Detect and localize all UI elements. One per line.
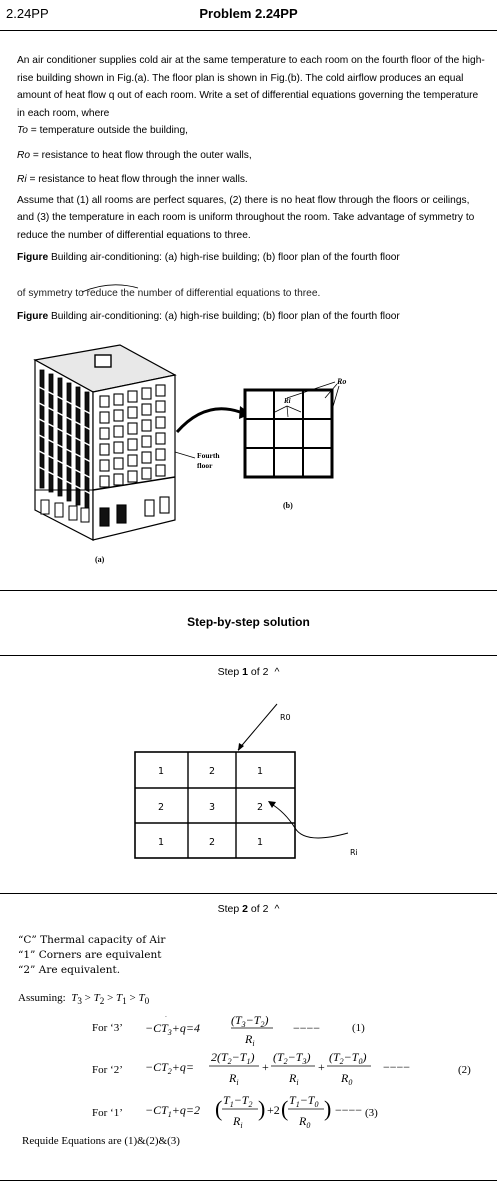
r0-label: R0 <box>280 713 291 722</box>
svg-text:(T2−T3): (T2−T3) <box>273 1050 310 1066</box>
svg-text:·: · <box>165 1014 167 1021</box>
grid-cell: 2 <box>209 766 215 777</box>
svg-text:(: ( <box>215 1096 222 1121</box>
symbol-to: To <box>17 125 28 136</box>
svg-text:(T3−T2): (T3−T2) <box>231 1013 268 1029</box>
required-equations: Requide Equations are (1)&(2)&(3) <box>22 1135 180 1147</box>
ri-label-step1: Ri <box>350 848 358 857</box>
note-line-2: “1” Corners are equivalent <box>18 949 162 961</box>
svg-text:Ri: Ri <box>228 1071 239 1087</box>
problem-statement: An air conditioner supplies cold air at … <box>17 52 487 267</box>
page-title: Problem 2.24PP <box>199 6 298 21</box>
symbol-ri: Ri <box>17 174 27 185</box>
divider <box>0 590 497 591</box>
grid-cell: 1 <box>257 766 263 777</box>
svg-text:Ri: Ri <box>288 1071 299 1087</box>
svg-text:Ri: Ri <box>244 1032 255 1048</box>
divider <box>0 655 497 656</box>
for-2-label: For ‘2’ <box>92 1064 123 1076</box>
step-1-header[interactable]: Step 1 of 2^ <box>217 666 280 678</box>
step-1-grid-figure: 1 2 1 2 3 2 1 2 1 R0 Ri <box>134 703 358 859</box>
lower-windows <box>40 499 90 523</box>
figure-caption-repeat: Figure Building air-conditioning: (a) hi… <box>17 311 400 322</box>
svg-text:T1−T2: T1−T2 <box>223 1093 252 1109</box>
svg-text:+: + <box>262 1060 269 1074</box>
svg-text:(: ( <box>281 1096 288 1121</box>
svg-text:R0: R0 <box>298 1114 310 1130</box>
equation-number: (3) <box>365 1107 378 1119</box>
problem-code: 2.24PP <box>6 6 49 21</box>
divider <box>0 30 497 31</box>
grid-cell: 2 <box>257 802 263 813</box>
svg-text:−−−−: −−−− <box>293 1021 320 1035</box>
grid-cell: 3 <box>209 802 215 813</box>
ri-label: Ri <box>283 397 291 405</box>
divider <box>0 893 497 894</box>
svg-text:T1−T0: T1−T0 <box>289 1093 318 1109</box>
for-3-label: For ‘3’ <box>92 1022 123 1034</box>
page-header: 2.24PP Problem 2.24PP <box>0 0 497 30</box>
svg-text:): ) <box>324 1096 331 1121</box>
equation-number: (1) <box>352 1022 365 1034</box>
svg-text:−−−−: −−−− <box>335 1103 362 1117</box>
for-1-label: For ‘1’ <box>92 1107 123 1119</box>
building-figure: Fourth floor (a) Ro Ri (b) <box>33 344 346 564</box>
fourth-floor-label-1: Fourth <box>197 451 220 460</box>
svg-text:(T2−T0): (T2−T0) <box>329 1050 366 1066</box>
overlapping-text-line: of symmetry to reduce the number of diff… <box>17 288 321 299</box>
grid-cell: 1 <box>257 837 263 848</box>
equation-number: (2) <box>458 1064 471 1076</box>
definition-ro: Ro = resistance to heat flow through the… <box>17 149 252 161</box>
fourth-floor-label-2: floor <box>197 461 213 470</box>
note-line-1: “C” Thermal capacity of Air <box>18 934 166 946</box>
equation-1: −CT3+q=4 (T3−T2) Ri −−−− · <box>145 1013 320 1048</box>
definition-ri: Ri = resistance to heat flow through the… <box>17 174 248 185</box>
equation-3: −CT1+q=2 ( T1−T2 Ri ) +2 ( T1−T0 R0 ) −−… <box>145 1093 362 1130</box>
problem-paragraph-1: An air conditioner supplies cold air at … <box>17 55 485 119</box>
right-windows <box>99 384 170 527</box>
grid-cell: 2 <box>209 837 215 848</box>
grid-cell: 2 <box>158 802 164 813</box>
problem-paragraph-2: Assume that (1) all rooms are perfect sq… <box>17 194 475 241</box>
svg-text:−−−−: −−−− <box>383 1060 410 1074</box>
ro-label: Ro <box>336 377 346 386</box>
solution-title: Step-by-step solution <box>187 615 310 629</box>
figure-label-b: (b) <box>283 501 293 510</box>
svg-text:): ) <box>258 1096 265 1121</box>
svg-text:+: + <box>318 1060 325 1074</box>
definition-to: To = temperature outside the building, <box>17 125 188 136</box>
svg-text:Ri: Ri <box>232 1114 243 1130</box>
figure-caption: Figure Building air-conditioning: (a) hi… <box>17 252 400 263</box>
overlap-artifact <box>81 284 139 293</box>
svg-text:−CT2+q=: −CT2+q= <box>145 1060 194 1076</box>
floor-plan-grid <box>243 388 334 479</box>
symbol-ro: Ro <box>17 149 31 161</box>
svg-text:+2: +2 <box>267 1103 280 1117</box>
figure-label-a: (a) <box>95 555 105 564</box>
step-2-header[interactable]: Step 2 of 2^ <box>217 903 280 915</box>
equation-2: −CT2+q= 2(T2−T1) Ri + (T2−T3) Ri + (T2−T… <box>145 1050 410 1087</box>
svg-text:R0: R0 <box>340 1071 352 1087</box>
chevron-up-icon[interactable]: ^ <box>274 666 280 678</box>
svg-text:−CT1+q=2: −CT1+q=2 <box>145 1103 200 1119</box>
grid-cell: 1 <box>158 766 164 777</box>
divider <box>0 1180 497 1181</box>
svg-text:2(T2−T1): 2(T2−T1) <box>211 1050 254 1066</box>
grid-cell: 1 <box>158 837 164 848</box>
assumption: Assuming: T3 > T2 > T1 > T0 <box>18 992 150 1007</box>
note-line-3: “2” Are equivalent. <box>18 964 121 976</box>
svg-text:−CT3+q=4: −CT3+q=4 <box>145 1021 200 1037</box>
left-windows <box>36 369 92 511</box>
chevron-up-icon[interactable]: ^ <box>274 903 280 915</box>
